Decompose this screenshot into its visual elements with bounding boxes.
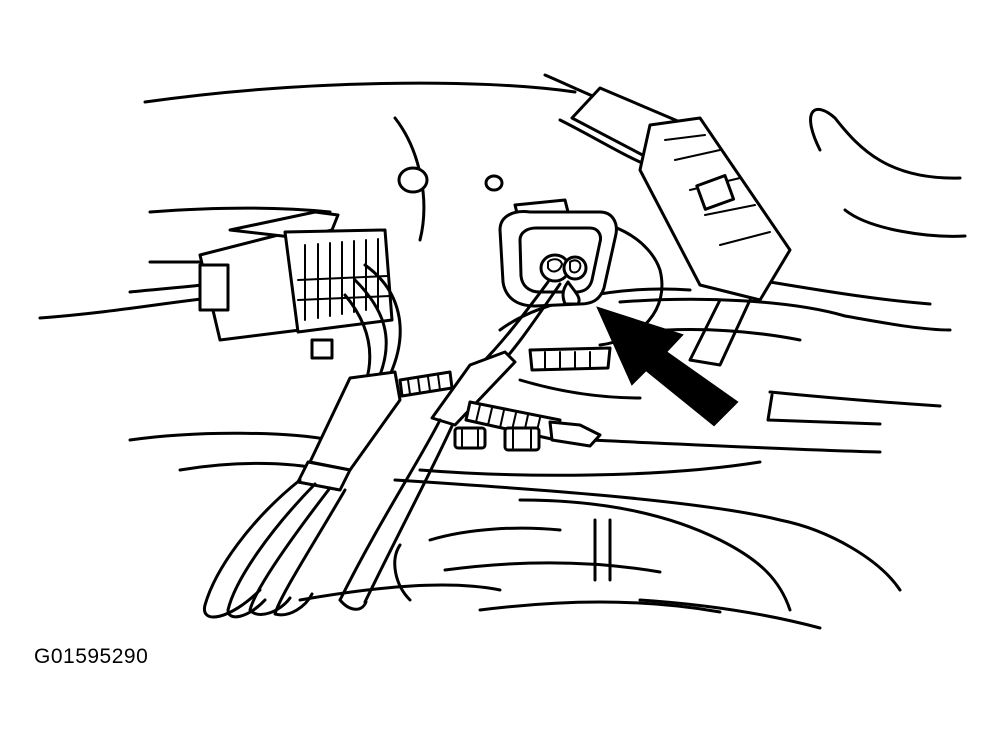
figure-id-label: G01595290 <box>34 645 149 668</box>
sensor-wire-lead <box>338 280 562 611</box>
left-wire-bundle <box>203 263 402 619</box>
multi-pin-connector <box>198 210 394 360</box>
ground-strap-with-bolts <box>398 370 602 452</box>
upper-right-harness <box>543 73 792 367</box>
two-pin-connector <box>498 198 618 308</box>
panel-holes <box>397 166 504 194</box>
pointer-arrow <box>596 306 739 427</box>
